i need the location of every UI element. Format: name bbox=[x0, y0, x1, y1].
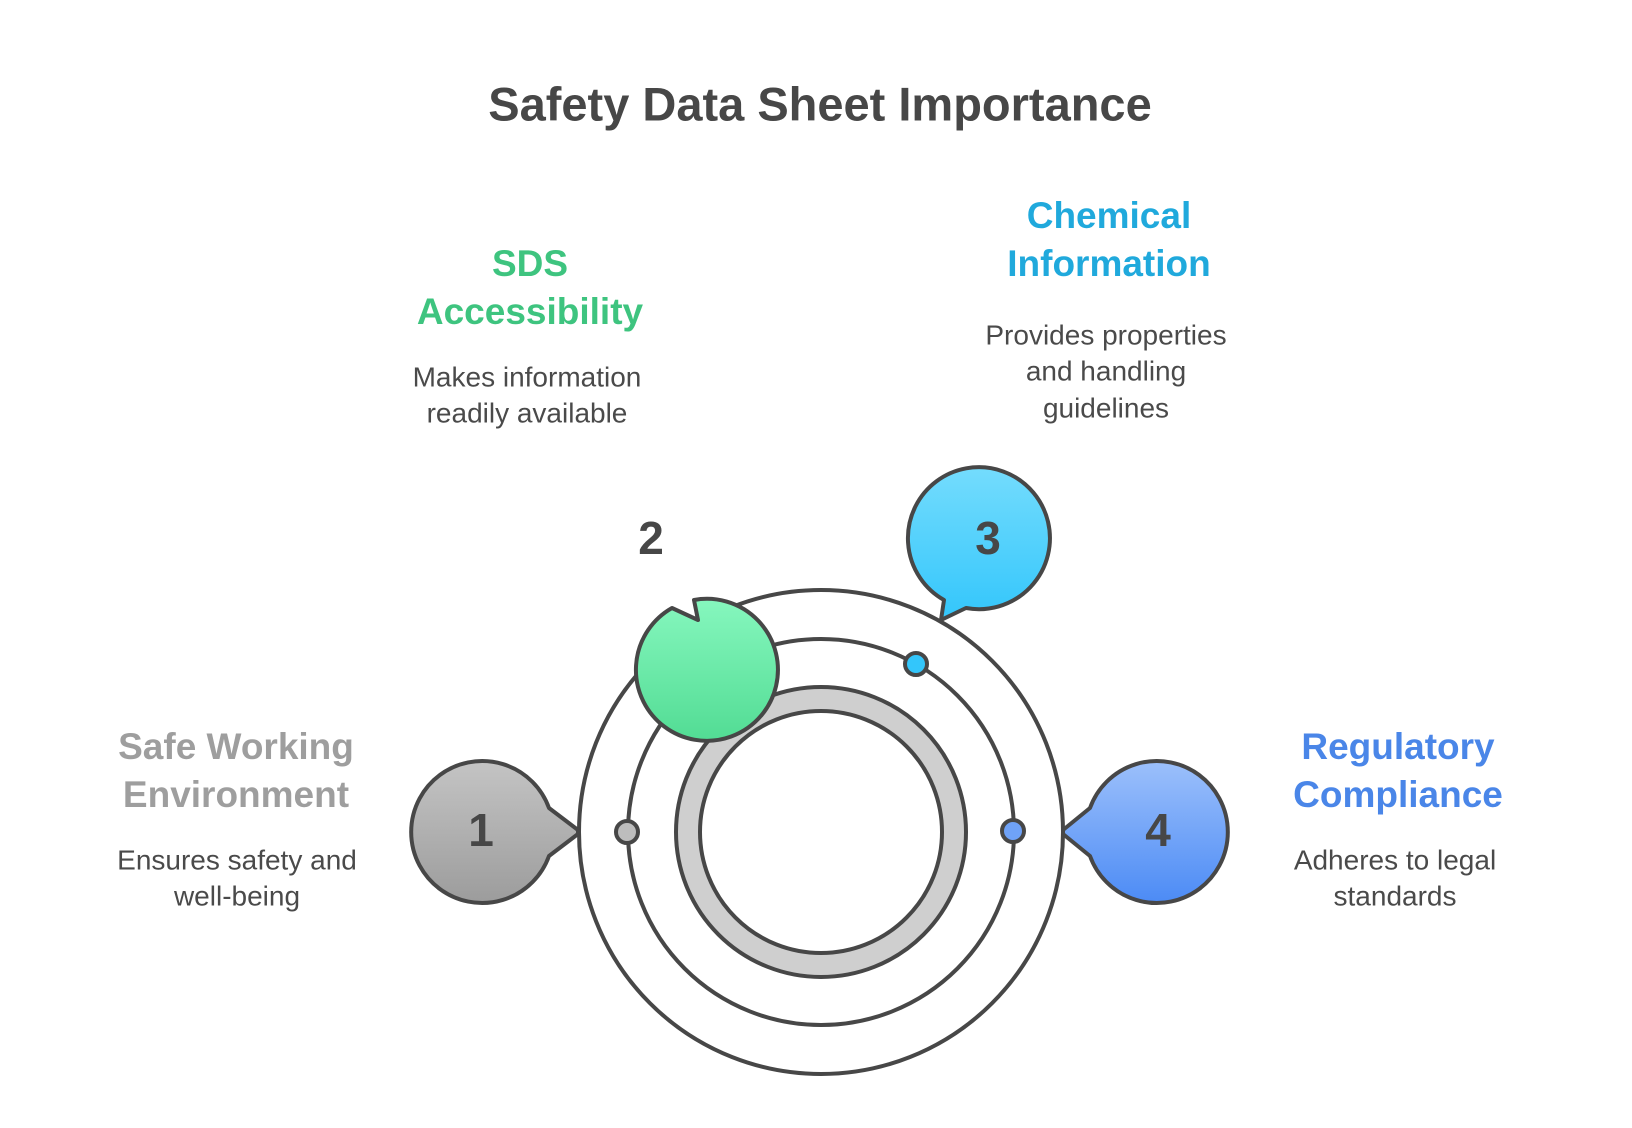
page-title: Safety Data Sheet Importance bbox=[488, 77, 1151, 130]
step-bubble-2: 2 bbox=[633, 512, 780, 743]
item-description: readily available bbox=[427, 397, 628, 428]
step-number-3: 3 bbox=[975, 512, 1001, 564]
item-heading: Environment bbox=[123, 774, 349, 815]
item-heading: Accessibility bbox=[417, 291, 644, 332]
item-description: Makes information bbox=[413, 361, 642, 392]
item-label-sds-accessibility: SDS Accessibility Makes information read… bbox=[413, 243, 644, 429]
item-description: Adheres to legal bbox=[1294, 844, 1496, 875]
item-description: Provides properties bbox=[985, 319, 1226, 350]
inner-ring-inner bbox=[698, 709, 944, 955]
item-heading: Safe Working bbox=[118, 726, 354, 767]
item-label-regulatory-compliance: Regulatory Compliance Adheres to legal s… bbox=[1293, 726, 1503, 912]
marker-dot-1 bbox=[614, 819, 640, 845]
item-description: Ensures safety and bbox=[117, 844, 357, 875]
item-description: and handling bbox=[1026, 355, 1186, 386]
item-heading: Chemical bbox=[1027, 195, 1192, 236]
item-heading: Compliance bbox=[1293, 774, 1503, 815]
item-label-chemical-information: Chemical Information Provides properties… bbox=[985, 195, 1226, 424]
item-description: standards bbox=[1334, 880, 1457, 911]
step-bubble-3: 3 bbox=[905, 465, 1052, 622]
item-heading: Information bbox=[1007, 243, 1210, 284]
step-number-2: 2 bbox=[638, 512, 664, 564]
step-bubble-1: 1 bbox=[409, 759, 580, 905]
item-description: well-being bbox=[173, 880, 300, 911]
marker-dot-4 bbox=[1000, 818, 1026, 844]
item-description: guidelines bbox=[1043, 392, 1169, 423]
marker-dot-3 bbox=[903, 651, 929, 677]
step-bubble-4: 4 bbox=[1061, 759, 1230, 905]
item-label-safe-working-environment: Safe Working Environment Ensures safety … bbox=[117, 726, 357, 912]
item-heading: Regulatory bbox=[1301, 726, 1495, 767]
step-number-1: 1 bbox=[468, 804, 494, 856]
inner-ring-fill bbox=[676, 687, 966, 977]
step-number-4: 4 bbox=[1145, 804, 1171, 856]
inner-ring-outer bbox=[674, 685, 968, 979]
item-heading: SDS bbox=[492, 243, 568, 284]
